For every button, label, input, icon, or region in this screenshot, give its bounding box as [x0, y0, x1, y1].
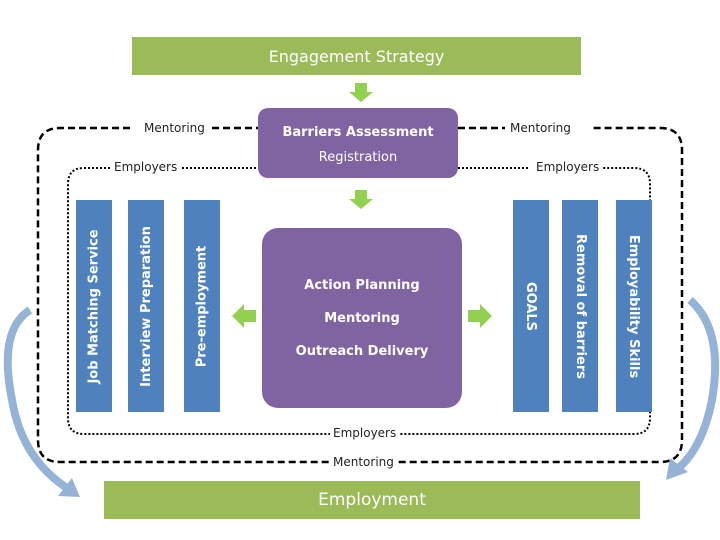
center-item-3: Outreach Delivery: [295, 343, 429, 359]
goals-bar: GOALS: [513, 200, 549, 412]
down-arrow-1: [349, 83, 373, 102]
employers-label-left: Employers: [111, 160, 181, 174]
barriers-assessment-box: Barriers Assessment Registration: [258, 108, 458, 178]
interview-prep-label: Interview Preparation: [138, 225, 154, 387]
left-curve-arrow: [3, 306, 73, 494]
employment-box: Employment: [104, 481, 640, 519]
barriers-line2: Registration: [318, 150, 398, 165]
job-matching-label: Job Matching Service: [86, 228, 102, 384]
employers-label-bottom: Employers: [330, 426, 400, 440]
job-matching-bar: Job Matching Service: [76, 200, 112, 412]
mentoring-label-bottom: Mentoring: [330, 455, 397, 469]
right-curve-arrow: [673, 297, 720, 474]
center-item-2: Mentoring: [324, 310, 400, 326]
removal-barriers-bar: Removal of barriers: [562, 200, 598, 412]
employability-skills-label: Employability Skills: [626, 234, 642, 378]
down-arrow-2: [349, 190, 373, 209]
interview-prep-bar: Interview Preparation: [128, 200, 164, 412]
employability-skills-bar: Employability Skills: [616, 200, 652, 412]
removal-barriers-label: Removal of barriers: [572, 233, 588, 379]
right-arrow: [468, 304, 492, 328]
employers-loop: [67, 167, 651, 435]
employers-label-right: Employers: [533, 160, 603, 174]
action-planning-box: Action Planning Mentoring Outreach Deliv…: [262, 228, 462, 408]
center-item-1: Action Planning: [304, 277, 420, 293]
engagement-strategy-box: Engagement Strategy: [132, 37, 581, 75]
mentoring-label-top-right: Mentoring: [507, 121, 574, 135]
pre-employment-label: Pre-employment: [194, 245, 210, 367]
pre-employment-bar: Pre-employment: [184, 200, 220, 412]
left-arrow: [232, 304, 256, 328]
barriers-line1: Barriers Assessment: [282, 125, 434, 140]
goals-label: GOALS: [523, 281, 539, 331]
mentoring-label-top-left: Mentoring: [141, 121, 208, 135]
